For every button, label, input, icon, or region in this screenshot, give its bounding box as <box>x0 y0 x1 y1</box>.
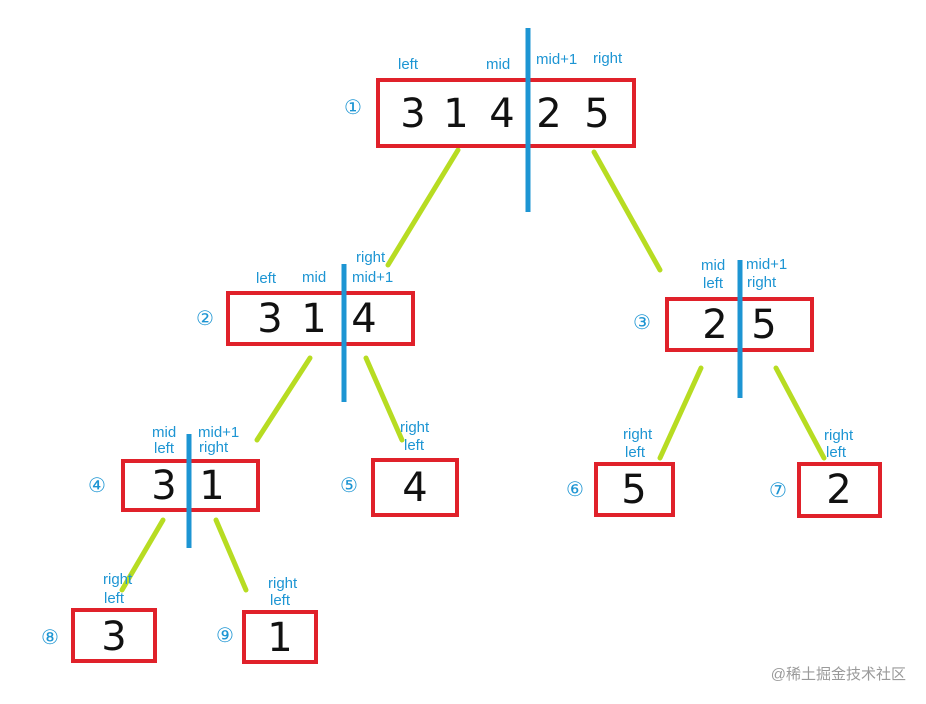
node-9-label-right: right <box>268 575 298 592</box>
node-6-label-right: right <box>623 426 653 443</box>
node-7-value-1: 2 <box>826 467 852 513</box>
node-1-label-mid: mid <box>486 56 511 73</box>
edge-2-5 <box>363 355 405 443</box>
node-2-label-mid1: mid+1 <box>352 269 394 286</box>
node-6-label-left: left <box>625 444 646 461</box>
node-4-label-mid: mid <box>152 424 177 441</box>
node-box-9 <box>242 610 318 664</box>
node-4-value-2: 1 <box>199 463 225 509</box>
node-8-label-right: right <box>103 571 133 588</box>
node-1-value-4: 2 <box>536 91 562 137</box>
edge-3-7 <box>773 365 827 461</box>
node-8-label-left: left <box>104 590 125 607</box>
node-2-value-2: 1 <box>301 296 327 342</box>
node-box-4 <box>121 459 260 512</box>
edge-1-2 <box>385 147 461 268</box>
node-5-value-1: 4 <box>402 465 428 511</box>
node-6-marker: ⑥ <box>566 477 584 501</box>
node-3-marker: ③ <box>633 310 651 334</box>
node-3-value-2: 5 <box>751 302 777 348</box>
node-8-value-1: 3 <box>101 614 127 660</box>
node-4-value-1: 3 <box>151 463 177 509</box>
node-3-value-1: 2 <box>702 302 728 348</box>
node-1-label-mid1: mid+1 <box>536 51 578 68</box>
node-7-label-left: left <box>826 444 847 461</box>
node-box-6 <box>594 462 675 517</box>
edge-3-6 <box>657 365 704 461</box>
edge-4-8 <box>119 517 166 593</box>
node-7-label-right: right <box>824 427 854 444</box>
node-box-1 <box>376 78 636 148</box>
node-3-label-left: left <box>703 275 724 292</box>
node-9-value-1: 1 <box>267 615 293 661</box>
node-2-value-3: 4 <box>351 296 377 342</box>
node-5-marker: ⑤ <box>340 473 358 497</box>
node-1-marker: ① <box>344 95 362 119</box>
node-3-label-mid1: mid+1 <box>746 256 788 273</box>
node-box-2 <box>226 291 415 346</box>
node-7-marker: ⑦ <box>769 478 787 502</box>
node-1-label-left: left <box>398 56 419 73</box>
edge-1-3 <box>591 149 663 273</box>
node-5-label-right: right <box>400 419 430 436</box>
node-1-value-2: 1 <box>443 91 469 137</box>
node-4-marker: ④ <box>88 473 106 497</box>
node-6-value-1: 5 <box>621 467 647 513</box>
edge-4-9 <box>213 517 249 593</box>
node-8-marker: ⑧ <box>41 625 59 649</box>
node-3-label-right: right <box>747 274 777 291</box>
node-4-label-mid1: mid+1 <box>198 424 240 441</box>
node-4-label-left: left <box>154 440 175 457</box>
node-box-8 <box>71 608 157 663</box>
node-2-marker: ② <box>196 306 214 330</box>
node-2-label-right: right <box>356 249 386 266</box>
node-2-label-mid: mid <box>302 269 327 286</box>
node-3-label-mid: mid <box>701 257 726 274</box>
node-1-label-right: right <box>593 50 623 67</box>
node-2-value-1: 3 <box>257 296 283 342</box>
node-1-value-1: 3 <box>400 91 426 137</box>
node-2-label-left: left <box>256 270 277 287</box>
node-box-5 <box>371 458 459 517</box>
node-9-marker: ⑨ <box>216 623 234 647</box>
watermark: @稀土掘金技术社区 <box>770 666 906 683</box>
node-box-7 <box>797 462 882 518</box>
node-9-label-left: left <box>270 592 291 609</box>
node-box-3 <box>665 297 814 352</box>
node-1-value-5: 5 <box>584 91 610 137</box>
node-4-label-right: right <box>199 439 229 456</box>
node-5-label-left: left <box>404 437 425 454</box>
edge-2-4 <box>254 355 313 443</box>
node-1-value-3: 4 <box>489 91 515 137</box>
